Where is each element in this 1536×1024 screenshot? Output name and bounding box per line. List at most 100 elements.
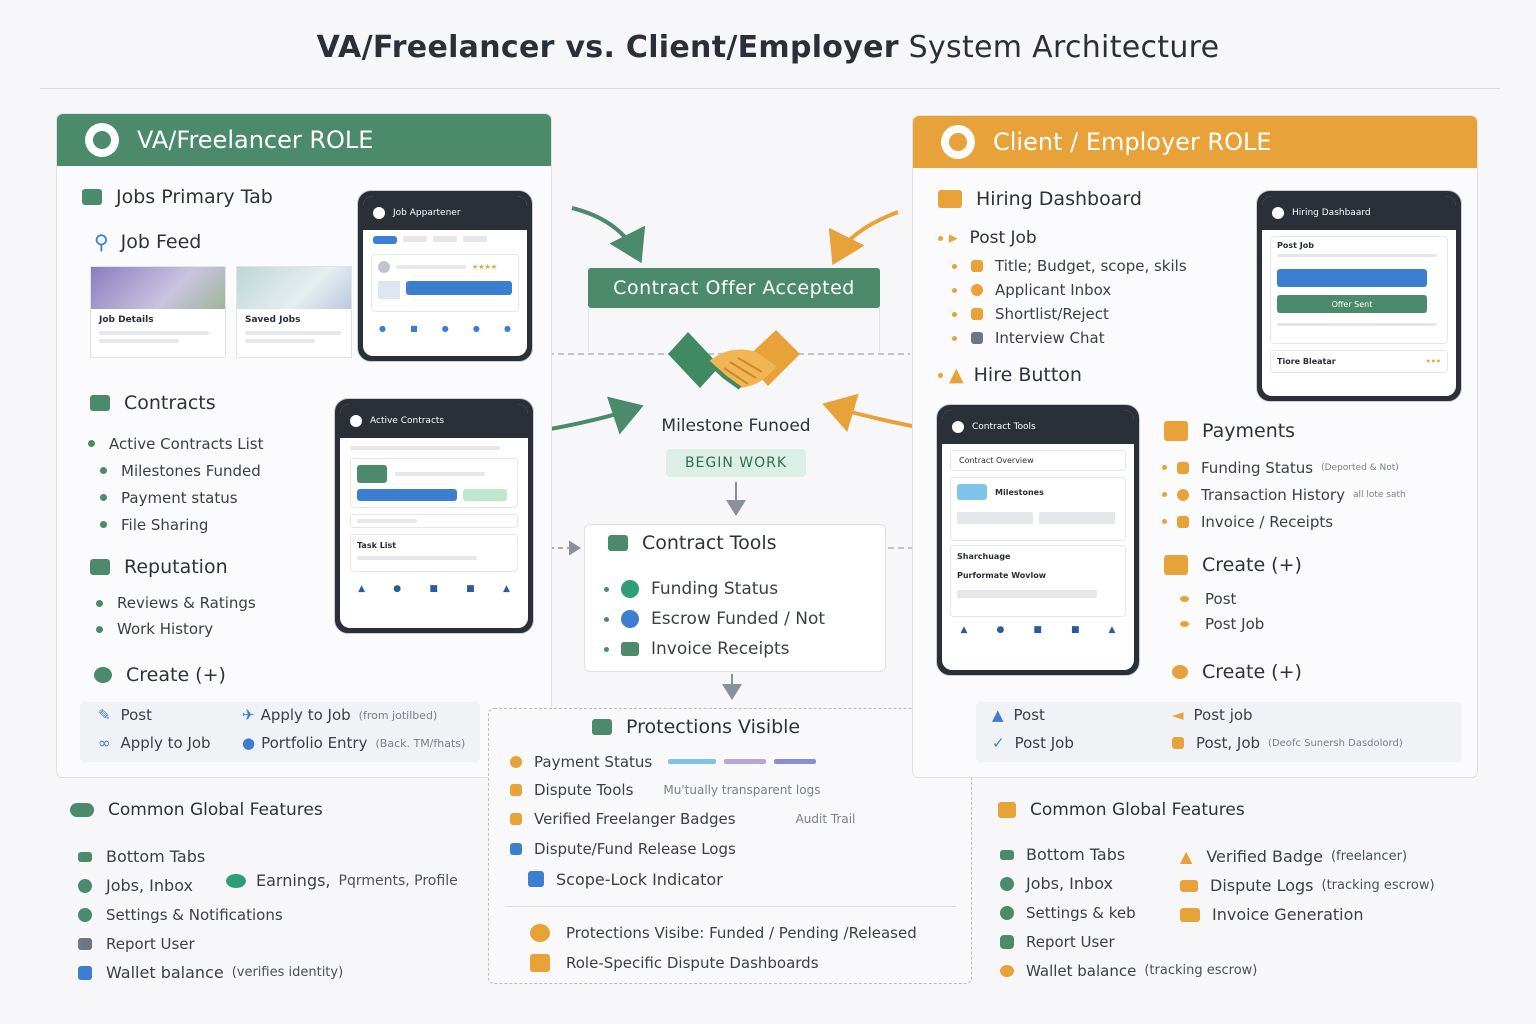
create-portfolio[interactable]: ●Portfolio Entry(Back. TM/fhats): [242, 734, 466, 752]
freelancer-header: VA/Freelancer ROLE: [57, 114, 551, 166]
jobs-primary-tab[interactable]: Jobs Primary Tab: [82, 186, 273, 208]
page-title: VA/Freelancer vs. Client/Employer System…: [0, 30, 1536, 65]
client-phone1-hire: Tiore Bleatar: [1277, 357, 1336, 366]
job-feed[interactable]: ⚲Job Feed: [94, 230, 202, 254]
phone2-title: Active Contracts: [370, 416, 445, 426]
global-item[interactable]: Report User: [1000, 927, 1257, 956]
job-details-card[interactable]: Job Details: [90, 266, 226, 358]
protection-item[interactable]: Payment Status: [510, 748, 855, 775]
contract-item[interactable]: Milestones Funded: [100, 457, 264, 484]
tools-item[interactable]: Escrow Funded / Not: [604, 604, 825, 634]
reputation-list: Reviews & Ratings Work History: [96, 590, 256, 642]
freelancer-phone-jobs: Job Appartener ★★★★ ●■●●●: [357, 190, 533, 362]
client-create-post[interactable]: ▲Post: [992, 706, 1045, 724]
protection-footer-item: Role-Specific Dispute Dashboards: [530, 948, 917, 978]
payments-list: Funding Status(Deported & Not) Transacti…: [1162, 454, 1406, 535]
reputation-item[interactable]: Reviews & Ratings: [96, 590, 256, 616]
client-create-post-job-2[interactable]: ✓Post Job: [992, 734, 1074, 752]
hiring-dashboard[interactable]: Hiring Dashboard: [938, 188, 1142, 210]
client-create-post-job[interactable]: ◄Post job: [1172, 706, 1253, 724]
global-item[interactable]: Invoice Generation: [1180, 900, 1435, 929]
reputation-item[interactable]: Work History: [96, 616, 256, 642]
grid-icon: [82, 189, 102, 205]
client-phone-dashboard: Hiring Dashbaard Post Job Offer Sent Tio…: [1256, 190, 1462, 402]
global-icon: [998, 802, 1016, 818]
create-post[interactable]: ✎Post: [98, 706, 152, 724]
contract-item[interactable]: Active Contracts List: [88, 430, 264, 457]
post-job-item[interactable]: Title; Budget, scope, skils: [952, 254, 1187, 278]
begin-work-button[interactable]: BEGIN WORK: [666, 449, 806, 477]
client-phone2-item: Milestones: [995, 487, 1044, 497]
freelancer-header-title: VA/Freelancer ROLE: [137, 126, 374, 154]
freelancer-create[interactable]: Create (+): [94, 664, 226, 686]
global-item[interactable]: Bottom Tabs: [1000, 840, 1257, 869]
saved-jobs-card[interactable]: Saved Jobs: [236, 266, 352, 358]
tools-icon: [608, 535, 628, 551]
client-phone1-post: Post Job: [1277, 241, 1314, 250]
hire-button[interactable]: ▲Hire Button: [938, 364, 1082, 386]
create-item[interactable]: Post Job: [1180, 611, 1264, 636]
tools-item[interactable]: Funding Status: [604, 574, 825, 604]
phone1-title: Job Appartener: [393, 208, 461, 218]
client-create-post-job-3[interactable]: Post, Job(Deofc Sunersh Dasdolord): [1172, 734, 1403, 752]
reputation-icon: [90, 559, 110, 575]
global-item[interactable]: Bottom Tabs: [78, 842, 343, 871]
client-phone1-title: Hiring Dashbaard: [1292, 208, 1371, 218]
payments-section[interactable]: Payments: [1164, 420, 1295, 442]
global-earnings[interactable]: Earnings,Pqrments, Profile: [226, 871, 458, 890]
freelancer-phone-contracts: Active Contracts Task List ▲●■■▲: [334, 398, 534, 634]
global-item[interactable]: Settings & keb: [1000, 898, 1257, 927]
protection-item[interactable]: Scope-Lock Indicator: [510, 864, 855, 894]
job-image: [91, 267, 225, 309]
shield-icon: [592, 719, 612, 735]
global-item[interactable]: Jobs, Inbox: [78, 871, 343, 900]
payment-item[interactable]: Invoice / Receipts: [1162, 508, 1406, 535]
protections-list: Payment Status Dispute Tools Mu'tually t…: [510, 748, 855, 894]
post-job-item[interactable]: Interview Chat: [952, 326, 1187, 350]
client-phone-contract-tools: Contract Tools Contract Overview Milesto…: [936, 404, 1140, 676]
global-right-title: Common Global Features: [998, 800, 1245, 820]
protection-item[interactable]: Dispute/Fund Release Logs: [510, 834, 855, 864]
client-create-1-list: Post Post Job: [1180, 586, 1264, 636]
arrow-icon: ▸: [949, 228, 958, 248]
contracts-section[interactable]: Contracts: [90, 392, 216, 414]
contract-offer-accepted: Contract Offer Accepted: [588, 268, 880, 308]
contract-tools-title: Contract Tools: [608, 532, 777, 554]
global-item[interactable]: Jobs, Inbox: [1000, 869, 1257, 898]
global-item[interactable]: Wallet balance(verifies identity): [78, 958, 343, 987]
post-job-item[interactable]: Shortlist/Reject: [952, 302, 1187, 326]
title-divider: [40, 88, 1500, 89]
protections-box: [488, 708, 972, 984]
client-create-1[interactable]: Create (+): [1164, 554, 1302, 576]
saved-jobs-label: Saved Jobs: [245, 315, 301, 325]
contract-item[interactable]: Payment status: [100, 484, 264, 511]
create-item[interactable]: Post: [1180, 586, 1264, 611]
global-item[interactable]: Report User: [78, 929, 343, 958]
lock-icon: [528, 871, 544, 887]
protection-item[interactable]: Verified Freelanger Badges Audit Trail: [510, 804, 855, 834]
handshake-icon: [668, 330, 800, 390]
payments-icon: [1164, 421, 1188, 441]
protection-item[interactable]: Dispute Tools Mu'tually transparent logs: [510, 775, 855, 804]
global-item[interactable]: ▲Verified Badge(freelancer): [1180, 847, 1408, 866]
plus-icon: [1164, 555, 1188, 575]
global-item[interactable]: Settings & Notifications: [78, 900, 343, 929]
client-create-2[interactable]: Create (+): [1172, 661, 1302, 683]
client-header-title: Client / Employer ROLE: [993, 128, 1272, 156]
milestone-funded: Milestone Funoed: [661, 416, 811, 436]
protections-footer: Protections Visibe: Funded / Pending /Re…: [530, 918, 917, 978]
global-item[interactable]: Wallet balance(tracking escrow): [1000, 956, 1257, 985]
create-apply-2[interactable]: ∞Apply to Job: [98, 734, 211, 752]
tools-item[interactable]: Invoice Receipts: [604, 634, 825, 664]
payment-item[interactable]: Funding Status(Deported & Not): [1162, 454, 1406, 481]
contract-item[interactable]: File Sharing: [100, 511, 264, 538]
post-job-section[interactable]: ▸Post Job: [938, 228, 1037, 248]
post-job-item[interactable]: Applicant Inbox: [952, 278, 1187, 302]
protections-title: Protections Visible: [592, 716, 800, 738]
task-list-label: Task List: [357, 541, 397, 550]
global-item[interactable]: Dispute Logs(tracking escrow): [1180, 871, 1435, 900]
search-icon: ⚲: [94, 230, 109, 254]
create-apply[interactable]: ✈Apply to Job(from jotilbed): [242, 706, 438, 724]
reputation-section[interactable]: Reputation: [90, 556, 228, 578]
